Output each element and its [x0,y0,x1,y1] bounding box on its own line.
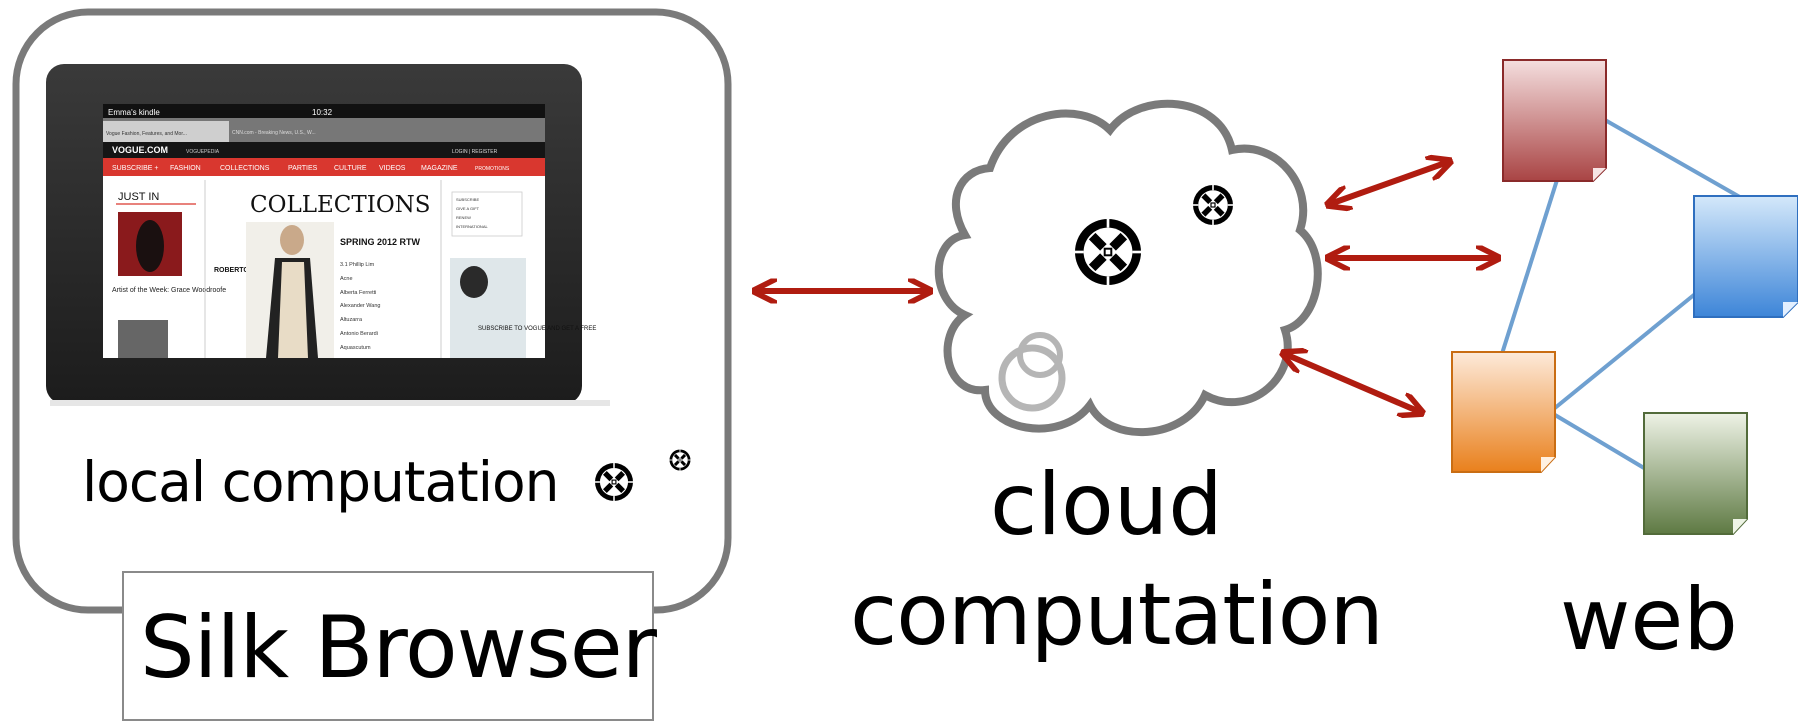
screen-nav-item: PARTIES [288,165,318,172]
arrows-cloud-web [1285,162,1496,412]
document-green-icon [1643,412,1748,535]
screen-side-link: RENEW [456,215,471,220]
screen-designer-list: 3.1 Phillip Lim Acne Alberta Ferretti Al… [340,262,380,351]
local-computation-label: local computation [82,450,559,514]
tablet-device: Emma's kindle 10:32 Vogue Fashion, Featu… [46,64,610,406]
screen-nav-item: CULTURE [334,165,367,172]
web-links [1498,118,1746,470]
screen-designer: 3.1 Phillip Lim [340,262,375,268]
screen-side-links: SUBSCRIBE GIVE A GIFT RENEW INTERNATIONA… [456,197,488,229]
screen-promo: SUBSCRIBE TO VOGUE AND GET A FREE [478,326,596,332]
screen-just-in: JUST IN [118,191,159,203]
screen-tab-inactive: CNN.com - Breaking News, U.S., W... [232,130,316,136]
screen-status-time: 10:32 [312,108,333,117]
screen-designer: Altuzarra [340,317,363,323]
screen-nav-item: VIDEOS [379,165,406,172]
screen-season: SPRING 2012 RTW [340,237,421,247]
screen-nav-item: MAGAZINE [421,165,458,172]
silk-browser-box [122,571,654,721]
document-red-icon [1502,59,1607,182]
screen-site-logo: VOGUE.COM [112,145,168,155]
screen-designer: Aquascutum [340,345,371,351]
document-orange-icon [1451,351,1556,473]
screen-collections: COLLECTIONS [250,192,431,218]
document-blue-icon [1693,195,1798,318]
cloud-label: cloud [990,455,1223,555]
cloud-silk-faint-icon [998,332,1066,412]
screen-designer: Alexander Wang [340,303,380,309]
screen-nav-item: COLLECTIONS [220,165,270,172]
screen-nav-item: FASHION [170,165,201,172]
screen-tab-active: Vogue Fashion, Features, and Mor... [106,131,187,137]
screen-login: LOGIN | REGISTER [452,149,498,155]
screen-side-link: SUBSCRIBE [456,197,479,202]
screen-nav: SUBSCRIBE + FASHION COLLECTIONS PARTIES … [112,165,510,172]
screen-designer: Antonio Berardi [340,331,378,337]
screen-nav-item: SUBSCRIBE + [112,165,159,172]
screen-status-left: Emma's kindle [108,108,160,117]
cloud-computation-label: computation [850,565,1384,665]
screen-nav-item: PROMOTIONS [475,166,510,172]
screen-side-link: INTERNATIONAL [456,224,488,229]
screen-designer: Acne [340,276,353,282]
screen-side-link: GIVE A GIFT [456,206,480,211]
screen-artist: Artist of the Week: Grace Woodroofe [112,287,226,294]
screen-site-sub: VOGUEPEDIA [186,149,220,155]
silk-browser-label: Silk Browser [140,598,657,698]
web-label: web [1560,570,1738,670]
screen-designer: Alberta Ferretti [340,290,376,296]
